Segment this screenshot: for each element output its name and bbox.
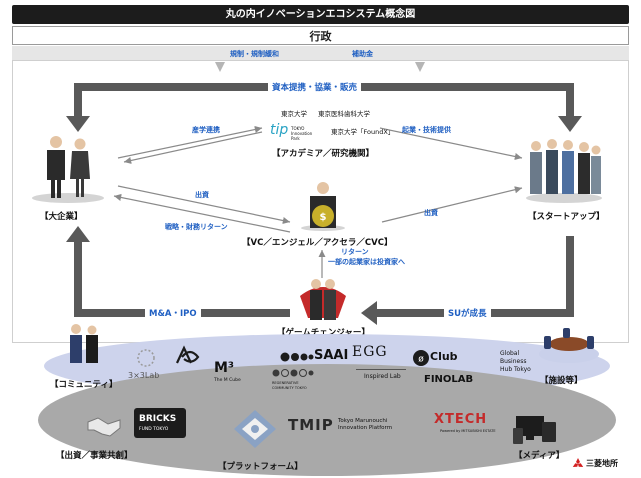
- government-band: [12, 46, 629, 60]
- tip-logo: tip: [270, 122, 289, 138]
- mcube-sub: The M Cube: [214, 378, 241, 383]
- bottom-right-arrowhead: [361, 301, 377, 325]
- ma-ipo-label: M&A・IPO: [145, 307, 201, 319]
- down-arrow-left: [215, 62, 225, 72]
- svg-text:$: $: [320, 212, 327, 223]
- startup-tech-label: 起業・技術提供: [402, 126, 451, 134]
- su-growth-label: SUが成長: [444, 307, 491, 319]
- startup-label: 【スタートアップ】: [528, 212, 605, 222]
- tmip-line1: Tokyo Marunouchi: [338, 418, 388, 424]
- connector-academia-startup: [379, 127, 523, 161]
- oclub-logo: Club: [430, 350, 458, 363]
- puzzle-platform-icon: [234, 410, 276, 448]
- tmip-line2: Innovation Platform: [338, 425, 393, 431]
- gbh-logo: Global Business Hub Tokyo: [500, 350, 531, 373]
- top-flow-arrowhead-right: [558, 116, 582, 132]
- government-box: 行政: [12, 26, 629, 45]
- bricks-sub: FUND TOKYO: [139, 427, 169, 432]
- mcube-logo: M³: [214, 360, 235, 376]
- down-arrow-right: [415, 62, 425, 72]
- enterprise-label: 【大企業】: [40, 212, 83, 222]
- foundx-logo: 東京大学「FoundX」: [331, 128, 395, 136]
- invest-right-label: 出資: [424, 209, 438, 217]
- gamechanger-label: 【ゲームチェンジャー】: [277, 328, 370, 338]
- media-label: 【メディア】: [514, 451, 565, 461]
- regulation-label: 規制・規制緩和: [230, 50, 279, 58]
- egg-sub: Inspired Lab: [364, 373, 401, 380]
- company-logo: 三菱地所: [586, 459, 618, 468]
- platform-label: 【プラットフォーム】: [218, 462, 303, 472]
- media-devices-icon: [513, 416, 556, 444]
- company-mark-icon: [572, 458, 584, 467]
- bottom-right-flow-line: [375, 236, 574, 317]
- gamechanger-icon: [300, 279, 346, 320]
- subsidy-label: 補助金: [352, 50, 373, 58]
- enterprise-people-icon: [32, 136, 104, 203]
- connector-vc-startup: [381, 186, 523, 223]
- saai-logo: SAAI: [314, 348, 349, 363]
- svg-text:ø: ø: [418, 355, 424, 365]
- egg-underline: [356, 369, 406, 370]
- handshake-icon: [87, 417, 121, 437]
- connector-enterprise-academia: [117, 125, 263, 159]
- top-flow-arrowhead-left: [66, 116, 90, 132]
- community-label: 【コミュニティ】: [50, 380, 118, 390]
- industry-academia-label: 産学連携: [192, 126, 220, 134]
- facilities-label: 【施設等】: [540, 376, 583, 386]
- connector-enterprise-vc: [117, 185, 291, 225]
- university-tmdu: 東京医科歯科大学: [318, 110, 370, 118]
- tmip-logo: TMIP: [288, 416, 334, 434]
- regen-logo: REGENERATIVE COMMUNITY TOKYO: [272, 381, 307, 390]
- lab33-mark-icon: [137, 349, 155, 367]
- community-people-icon: [70, 324, 98, 363]
- capital-alliance-label: 資本提携・協業・販売: [268, 81, 362, 93]
- egg-logo: EGG: [352, 344, 388, 360]
- regen-dots-icon: [272, 369, 314, 377]
- bricks-logo: BRICKS: [139, 414, 177, 424]
- invest-cocreation-label: 【出資／事業共創】: [56, 451, 133, 461]
- bottom-left-arrowhead: [66, 226, 90, 242]
- diagram-title: 丸の内イノベーションエコシステム概念図: [12, 5, 629, 24]
- creative-logo-icon: [176, 345, 200, 364]
- vc-label: 【VC／エンジェル／アクセラ／CVC】: [242, 238, 393, 248]
- invest-left-label: 出資: [195, 191, 209, 199]
- finolab-logo: FINOLAB: [424, 374, 474, 385]
- strategy-return-label: 戦略・財務リターン: [165, 223, 228, 231]
- meeting-room-icon: [539, 328, 599, 363]
- return-label: リターン: [341, 248, 369, 256]
- saai-dots-icon: [280, 352, 314, 362]
- bottom-left-flow-line: [74, 240, 290, 317]
- connector-vc-enterprise: [113, 193, 291, 233]
- serial-entrepreneur-label: 一部の起業家は投資家へ: [328, 258, 405, 266]
- xtech-logo: XTECH: [434, 412, 488, 427]
- university-tokyo: 東京大学: [281, 110, 307, 118]
- academia-label: 【アカデミア／研究機関】: [272, 149, 375, 159]
- oclub-mark-icon: ø: [413, 350, 429, 366]
- bricks-logo-tile: [134, 408, 186, 438]
- tip-logo-text: TOKYO Innovation Park: [291, 126, 313, 141]
- lab33-logo: 3×3Lab: [128, 371, 160, 380]
- startup-people-icon: [526, 139, 602, 203]
- vc-investor-icon: $: [301, 182, 345, 231]
- xtech-sub: Powered by MITSUBISHI ESTATE: [440, 429, 496, 433]
